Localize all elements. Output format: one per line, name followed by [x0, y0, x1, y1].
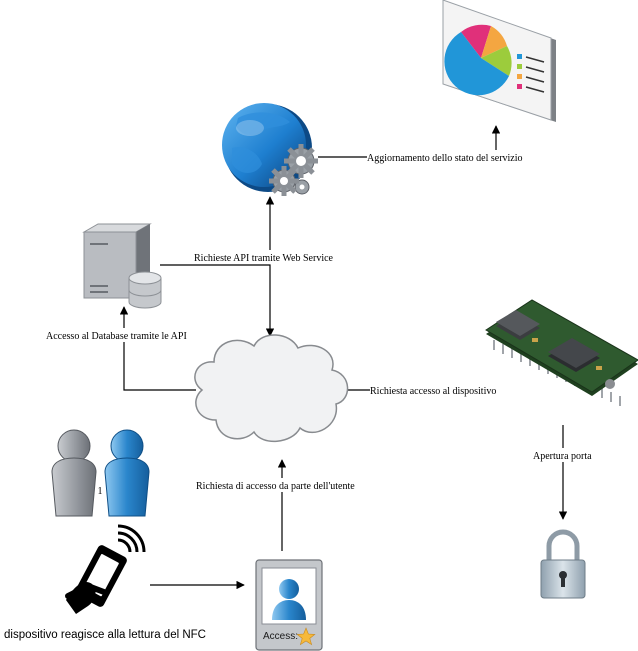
users-count-label: 1: [98, 486, 103, 497]
label-richiesta-utente: Richiesta di accesso da parte dell'utent…: [196, 478, 374, 492]
connectors: [119, 125, 568, 590]
label-richieste-api-text: Richieste API tramite Web Service: [194, 253, 334, 264]
label-accesso-db: Accesso al Database tramite le API: [46, 328, 204, 342]
access-card-label: Access:: [263, 631, 298, 642]
edge-server-cloud: [160, 264, 275, 337]
label-richiesta-dispositivo: Richiesta accesso al dispositivo: [370, 383, 510, 397]
label-apertura-porta-text: Apertura porta: [533, 451, 592, 462]
circuit-board-icon: [485, 299, 638, 406]
nfc-phone-icon: [65, 524, 146, 614]
label-accesso-db-text: Accesso al Database tramite le API: [46, 331, 187, 342]
label-richiesta-dispositivo-text: Richiesta accesso al dispositivo: [370, 386, 496, 397]
label-richieste-api: Richieste API tramite Web Service: [194, 250, 348, 264]
padlock-icon: [540, 529, 586, 599]
label-aggiornamento: Aggiornamento dello stato del servizio: [367, 150, 539, 164]
cloud-icon: [194, 334, 349, 443]
users-icon: [51, 429, 150, 517]
label-nfc: dispositivo reagisce alla lettura del NF…: [4, 629, 206, 641]
label-aggiornamento-text: Aggiornamento dello stato del servizio: [367, 153, 523, 164]
access-card-icon: [255, 559, 323, 651]
server-database-icon: [82, 223, 162, 309]
dashboard-pie-chart-icon: [442, 0, 556, 122]
globe-gears-icon: [222, 103, 318, 196]
edge-cloud-server: [119, 306, 196, 391]
label-apertura-porta: Apertura porta: [533, 448, 597, 462]
label-richiesta-utente-text: Richiesta di accesso da parte dell'utent…: [196, 481, 355, 492]
